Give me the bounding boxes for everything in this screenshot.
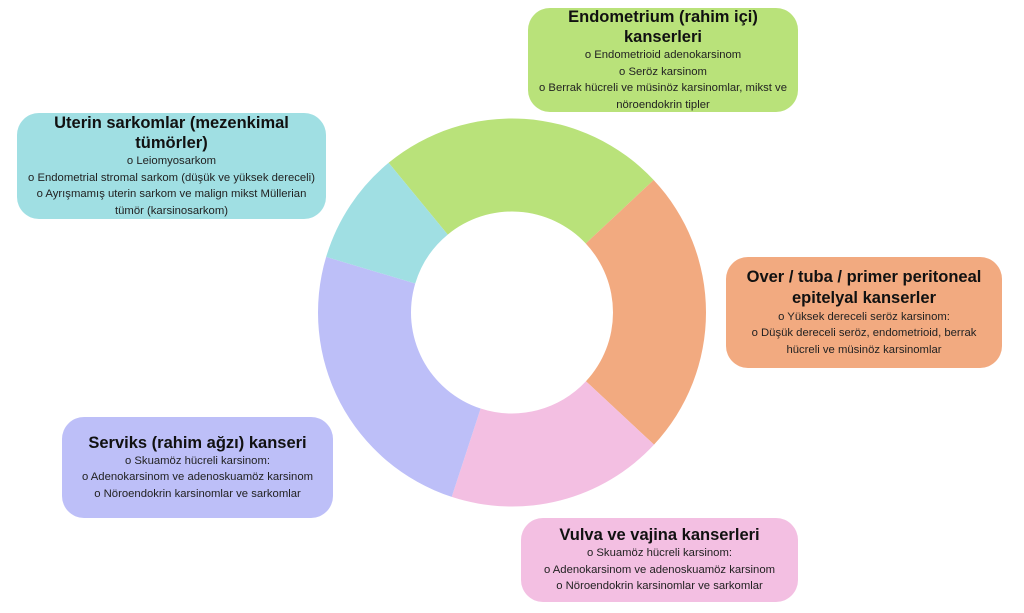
over-item: hücreli ve müsinöz karsinomlar — [786, 343, 942, 356]
uterin-item: o Leiomyosarkom — [126, 155, 217, 167]
vulva-title: Vulva ve vajina kanserleri — [559, 526, 760, 545]
vulva-item: o Adenokarsinom ve adenoskuamöz karsinom — [543, 563, 776, 576]
donut-slice-endometrium — [388, 118, 654, 244]
serviks-item: o Adenokarsinom ve adenoskuamöz karsinom — [81, 471, 314, 484]
endometrium-title: Endometrium (rahim içi) kanserleri — [568, 8, 758, 46]
uterin-item: o Endometrial stromal sarkom (düşük ve y… — [28, 171, 315, 184]
serviks-item: o Nöroendokrin karsinomlar ve sarkomlar — [94, 487, 301, 500]
donut-slice-serviks — [317, 256, 481, 497]
endometrium-callout-box: Endometrium (rahim içi) kanserleri o End… — [528, 8, 798, 112]
endometrium-item: o Seröz karsinom — [619, 65, 707, 78]
over-title-line2: epitelyal kanserler — [791, 288, 936, 307]
donut-slice-vulva — [451, 381, 655, 507]
endometrium-item: nöroendokrin tipler — [616, 98, 710, 111]
over-item: o Düşük dereceli seröz, endometrioid, be… — [751, 327, 977, 340]
vulva-item: o Skuamöz hücreli karsinom: — [586, 547, 733, 560]
uterin-item: o Ayrışmamış uterin sarkom ve malign mik… — [36, 188, 307, 200]
over-item: o Yüksek dereceli seröz karsinom: — [778, 310, 950, 323]
donut-slice-uterin — [326, 162, 448, 284]
serviks-item: o Skuamöz hücreli karsinom: — [124, 454, 271, 467]
endometrium-item: o Endometrioid adenokarsinom — [584, 49, 742, 61]
donut-slice-over — [585, 179, 706, 445]
uterin-callout-box: Uterin sarkomlar (mezenkimal tümörler) o… — [17, 113, 326, 219]
over-title-line1: Over / tuba / primer peritoneal — [746, 267, 982, 286]
vulva-item: o Nöroendokrin karsinomlar ve sarkomlar — [556, 580, 763, 593]
donut-slices — [317, 118, 706, 507]
uterin-title: Uterin sarkomlar (mezenkimal tümörler) — [54, 114, 289, 152]
serviks-callout-box: Serviks (rahim ağzı) kanseri o Skuamöz h… — [62, 417, 333, 518]
uterin-item: tümör (karsinosarkom) — [115, 204, 228, 217]
endometrium-item: o Berrak hücreli ve müsinöz karsinomlar,… — [539, 82, 787, 94]
vulva-callout-box: Vulva ve vajina kanserleri o Skuamöz hüc… — [521, 518, 798, 602]
serviks-title: Serviks (rahim ağzı) kanseri — [88, 433, 307, 452]
over-callout-box: Over / tuba / primer peritoneal epitelya… — [726, 257, 1002, 368]
